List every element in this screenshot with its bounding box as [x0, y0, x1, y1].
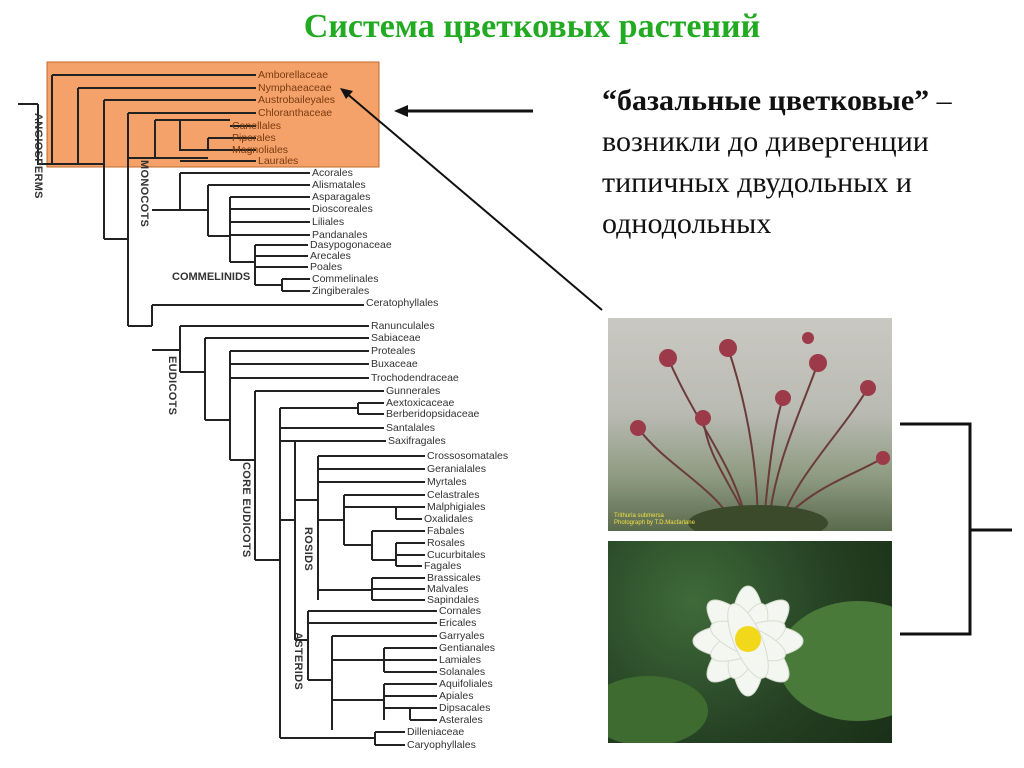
taxon-label-asparagales: Asparagales	[312, 191, 371, 203]
tree-branch-36	[279, 600, 405, 746]
group-label-rosids: ROSIDS	[302, 527, 314, 571]
taxon-label-saxifragales: Saxifragales	[388, 435, 446, 447]
taxon-label-laurales: Laurales	[258, 155, 299, 167]
photo-caption-title: Trithuria submersa	[614, 513, 664, 519]
taxon-label-garryales: Garryales	[439, 630, 485, 642]
tree-branch-24	[152, 325, 369, 420]
tree-branch-33	[295, 610, 437, 680]
tree-branch-28	[280, 427, 386, 640]
taxon-label-zingiberales: Zingiberales	[312, 285, 370, 297]
tree-branch-35	[332, 683, 437, 721]
water-lily-photo	[608, 541, 892, 743]
group-label-commelinids: COMMELINIDS	[172, 271, 251, 283]
taxon-label-chloranthaceae: Chloranthaceae	[258, 107, 333, 119]
taxon-label-dioscoreales: Dioscoreales	[312, 203, 373, 215]
taxon-label-ranunculales: Ranunculales	[371, 320, 435, 332]
tree-branch-30	[318, 494, 425, 545]
group-label-monocots: MONOCOTS	[138, 160, 150, 228]
taxon-label-arecales: Arecales	[310, 250, 351, 262]
taxon-label-asterales: Asterales	[439, 714, 483, 726]
tree-branch-20	[152, 172, 310, 236]
tree-branch-32	[318, 577, 425, 601]
taxon-label-liliales: Liliales	[312, 216, 345, 228]
tree-branch-26	[230, 363, 384, 560]
taxon-label-cucurbitales: Cucurbitales	[427, 549, 486, 561]
taxon-label-dipsacales: Dipsacales	[439, 702, 491, 714]
group-label-asterids: ASTERIDS	[292, 632, 304, 691]
taxon-label-poales: Poales	[310, 261, 343, 273]
trithuria-photo: Trithuria submersa Photograph by T.D.Mac…	[608, 318, 892, 531]
taxon-label-ericales: Ericales	[439, 617, 477, 629]
group-label-eudicots: EUDICOTS	[166, 356, 178, 416]
taxon-label-aextoxicaceae: Aextoxicaceae	[386, 397, 455, 409]
tree-branch-22	[254, 244, 310, 292]
taxon-label-austrobaileyales: Austrobaileyales	[258, 94, 336, 106]
taxon-label-gentianales: Gentianales	[439, 642, 496, 654]
tree-branch-34	[308, 635, 437, 730]
taxon-label-celastrales: Celastrales	[427, 489, 480, 501]
basal-angiosperms-text: – возникли до дивергенции типичных двудо…	[602, 84, 952, 240]
tree-branch-19	[128, 305, 153, 327]
taxon-label-proteales: Proteales	[371, 345, 416, 357]
taxon-label-cornales: Cornales	[439, 605, 482, 617]
tree-branch-31	[344, 530, 425, 567]
taxon-label-solanales: Solanales	[439, 666, 486, 678]
tree-branch-13	[128, 120, 156, 159]
pointer-arrowhead	[394, 105, 408, 117]
trithuria-plant-image	[630, 332, 890, 531]
taxon-label-oxalidales: Oxalidales	[424, 513, 474, 525]
taxon-label-ceratophyllales: Ceratophyllales	[366, 297, 439, 309]
tree-branch-17	[207, 137, 230, 151]
taxon-label-aquifoliales: Aquifoliales	[439, 678, 493, 690]
taxon-label-fagales: Fagales	[424, 560, 462, 572]
taxon-label-dasypogonaceae: Dasypogonaceae	[310, 239, 392, 251]
taxon-label-rosales: Rosales	[427, 537, 465, 549]
taxon-label-pandanales: Pandanales	[312, 229, 368, 241]
diagonal-arrowhead	[340, 88, 353, 99]
taxon-label-santalales: Santalales	[386, 422, 436, 434]
group-label-core-eudicots: CORE EUDICOTS	[240, 462, 252, 558]
taxon-label-gunnerales: Gunnerales	[386, 385, 441, 397]
water-lily-image	[608, 585, 892, 743]
taxon-label-malphigiales: Malphigiales	[427, 501, 486, 513]
tree-branch-29	[295, 455, 425, 600]
taxon-label-geranialales: Geranialales	[427, 463, 486, 475]
photo-caption-credit: Photograph by T.D.Macfarlane	[614, 520, 695, 526]
taxon-label-magnoliales: Magnoliales	[232, 144, 289, 156]
basal-angiosperms-description: “базальные цветковые” – возникли до диве…	[602, 80, 1012, 244]
tree-branch-18	[180, 125, 256, 162]
taxon-label-crossosomatales: Crossosomatales	[427, 450, 509, 462]
basal-angiosperms-term: “базальные цветковые”	[602, 84, 930, 117]
taxon-label-lamiales: Lamiales	[439, 654, 482, 666]
slide-title: Система цветковых растений	[303, 8, 761, 45]
taxon-label-caryophyllales: Caryophyllales	[407, 739, 476, 751]
taxon-label-piperales: Piperales	[232, 132, 276, 144]
taxon-label-malvales: Malvales	[427, 583, 469, 595]
taxon-label-sapindales: Sapindales	[427, 594, 479, 606]
taxon-label-apiales: Apiales	[439, 690, 474, 702]
tree-branch-21	[208, 196, 310, 263]
taxon-label-fabales: Fabales	[427, 525, 465, 537]
taxon-label-trochodendraceae: Trochodendraceae	[371, 372, 459, 384]
taxon-label-sabiaceae: Sabiaceae	[371, 332, 421, 344]
tree-branch-1	[37, 104, 52, 165]
group-label-angiosperms: ANGIOSPERMS	[32, 113, 44, 199]
taxon-label-acorales: Acorales	[312, 167, 353, 179]
tree-branch-27	[255, 402, 384, 600]
photo-bracket	[900, 422, 1012, 636]
taxon-label-alismatales: Alismatales	[312, 179, 366, 191]
tree-branch-25	[205, 337, 369, 460]
diagonal-connector	[344, 91, 603, 311]
taxon-label-myrtales: Myrtales	[427, 476, 467, 488]
taxon-label-nymphaeaceae: Nymphaeaceae	[258, 82, 332, 94]
taxon-label-commelinales: Commelinales	[312, 273, 379, 285]
taxon-label-berberidopsidaceae: Berberidopsidaceae	[386, 408, 480, 420]
taxon-label-canellales: Canellales	[232, 120, 282, 132]
photo-caption: Trithuria submersa Photograph by T.D.Mac…	[614, 513, 695, 527]
taxon-label-brassicales: Brassicales	[427, 572, 481, 584]
taxon-label-buxaceae: Buxaceae	[371, 358, 418, 370]
taxon-label-amborellaceae: Amborellaceae	[258, 69, 329, 81]
taxon-label-dilleniaceae: Dilleniaceae	[407, 726, 465, 738]
